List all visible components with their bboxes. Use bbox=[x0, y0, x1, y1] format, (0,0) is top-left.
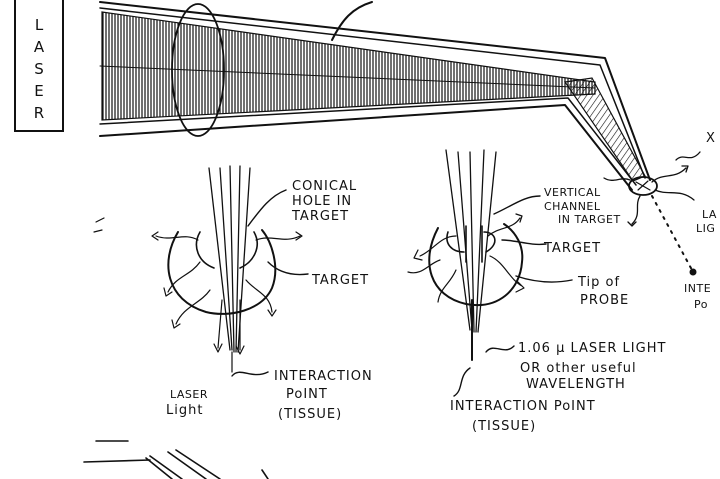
conical-hole-label: CONICAL bbox=[292, 179, 357, 194]
wavelength-label: WAVELENGTH bbox=[526, 377, 626, 392]
left-interaction-label: PoINT bbox=[286, 387, 328, 402]
left-scatter bbox=[151, 231, 199, 241]
probe-laser-label: LA bbox=[702, 208, 717, 221]
interaction-dot bbox=[689, 268, 697, 276]
scatter-arrow bbox=[603, 177, 631, 181]
stray-marks bbox=[83, 217, 269, 479]
conical-hole-label: HOLE IN bbox=[292, 194, 352, 209]
laser-box: L A S E R bbox=[14, 0, 64, 132]
laser-light-label: LASER bbox=[170, 388, 208, 401]
lens bbox=[171, 3, 225, 137]
fiber-inner-top bbox=[99, 7, 646, 179]
left-scatter bbox=[171, 289, 211, 329]
laser-light-label: Light bbox=[166, 403, 203, 418]
beam-dotted bbox=[651, 195, 693, 271]
left-interaction-label: (TISSUE) bbox=[278, 407, 342, 422]
scatter-arrow bbox=[627, 195, 641, 227]
left-interaction-label: INTERACTION bbox=[274, 369, 373, 384]
left-scatter bbox=[245, 279, 277, 317]
left-target-body bbox=[167, 229, 277, 315]
conical-hole-label: TARGET bbox=[291, 209, 349, 224]
laser-letter: L bbox=[34, 16, 44, 34]
right-target-body bbox=[428, 223, 524, 307]
vertical-channel-label: CHANNEL bbox=[544, 200, 601, 213]
probe-interaction-label: INTE bbox=[684, 282, 711, 295]
left-fibers bbox=[208, 165, 251, 353]
right-pointer-channel bbox=[493, 195, 541, 215]
right-pointer-target bbox=[501, 239, 547, 246]
right-fibers bbox=[445, 149, 497, 333]
right-vertical-channel bbox=[465, 225, 483, 263]
right-interaction-label: INTERACTION PoINT bbox=[450, 399, 596, 414]
right-pointer-tip bbox=[515, 275, 573, 283]
probe-tip-bulb bbox=[628, 176, 658, 196]
left-target-label: TARGET bbox=[311, 273, 369, 288]
wavelength-label: 1.06 μ LASER LIGHT bbox=[518, 341, 666, 356]
probe-tip bbox=[603, 151, 701, 276]
probe-laser-label: LIG bbox=[696, 222, 715, 235]
squiggle bbox=[675, 151, 701, 161]
wavelength-label: OR other useful bbox=[520, 361, 637, 376]
tip-of-probe-label: PROBE bbox=[580, 293, 629, 308]
fiber-outer-bottom bbox=[99, 104, 633, 191]
fiber-guide bbox=[99, 1, 651, 191]
scatter-arrow bbox=[654, 189, 695, 201]
beam-axis bbox=[99, 65, 596, 89]
right-scatter bbox=[437, 269, 457, 303]
laser-letter: R bbox=[33, 104, 45, 122]
bottom-fragment bbox=[83, 449, 269, 479]
right-pointer-interaction bbox=[453, 367, 471, 397]
scatter-arrow bbox=[651, 165, 689, 183]
left-pointer-hole bbox=[247, 189, 287, 227]
left-scatter bbox=[255, 231, 303, 241]
left-conical-hole bbox=[195, 231, 258, 269]
probe-interaction-label: Po bbox=[694, 298, 708, 311]
laser-letter: E bbox=[34, 82, 44, 100]
right-scatter bbox=[413, 235, 457, 261]
stray-mark bbox=[93, 217, 105, 233]
left-detail bbox=[151, 165, 309, 377]
right-pointer-wavelength bbox=[485, 345, 515, 353]
right-scatter bbox=[407, 259, 441, 274]
right-target-label: TARGET bbox=[543, 241, 601, 256]
right-interaction-label: (TISSUE) bbox=[472, 419, 536, 434]
left-pointer-interaction bbox=[231, 371, 269, 377]
probe-x-label: X bbox=[706, 131, 716, 146]
fiber-outer-top bbox=[99, 1, 651, 181]
left-scatter bbox=[213, 299, 223, 353]
left-scatter bbox=[235, 299, 245, 355]
vertical-channel-label: IN TARGET bbox=[558, 213, 621, 226]
fiber-inner-bottom bbox=[99, 97, 637, 186]
right-detail bbox=[407, 149, 573, 397]
right-scatter bbox=[489, 255, 525, 293]
probe-taper bbox=[563, 77, 646, 182]
vertical-channel-label: VERTICAL bbox=[544, 186, 601, 199]
left-scatter bbox=[163, 261, 201, 297]
left-pointer-target bbox=[267, 261, 309, 276]
laser-letter: S bbox=[34, 60, 44, 78]
pointer-curve bbox=[331, 1, 373, 41]
tip-of-probe-label: Tip of bbox=[577, 275, 620, 290]
right-scatter bbox=[487, 213, 523, 237]
right-channel-lips bbox=[446, 231, 496, 253]
laser-letter: A bbox=[33, 38, 45, 56]
probe-tip-mark bbox=[635, 180, 651, 191]
